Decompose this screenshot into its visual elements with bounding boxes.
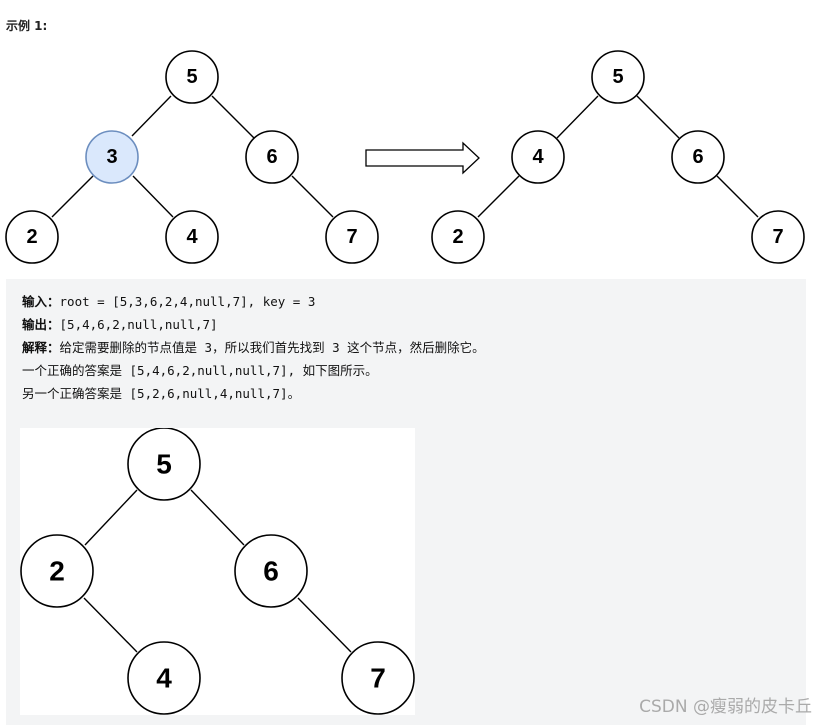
- svg-text:6: 6: [263, 556, 279, 587]
- output-line: 输出：[5,4,6,2,null,null,7]: [22, 314, 485, 337]
- tree-node-after-ll: 2: [431, 210, 485, 264]
- tree-diagram-top: 5 3 6 2 4 7 5 4 6 2: [5, 50, 805, 264]
- explain-label: 解释：: [22, 340, 60, 355]
- svg-text:6: 6: [266, 146, 277, 168]
- alt-node-right: 6: [234, 534, 308, 608]
- svg-text:5: 5: [156, 449, 172, 480]
- right-arrow-icon: [365, 141, 480, 175]
- tree-diagram-alt: 5 2 6 4 7: [20, 428, 415, 715]
- svg-text:3: 3: [106, 146, 117, 168]
- svg-text:6: 6: [692, 146, 703, 168]
- answer-line-1: 一个正确的答案是 [5,4,6,2,null,null,7], 如下图所示。: [22, 363, 378, 378]
- alt-node-root: 5: [127, 428, 201, 501]
- alt-node-left: 2: [20, 534, 94, 608]
- output-label: 输出：: [22, 317, 60, 332]
- explain-value: 给定需要删除的节点值是 3，所以我们首先找到 3 这个节点，然后删除它。: [59, 340, 485, 355]
- tree-node-after-left: 4: [511, 130, 565, 184]
- example-heading: 示例 1:: [6, 19, 48, 33]
- svg-text:7: 7: [772, 226, 783, 248]
- svg-text:4: 4: [532, 146, 544, 168]
- output-value: [5,4,6,2,null,null,7]: [59, 317, 218, 332]
- input-label: 输入：: [22, 294, 60, 309]
- tree-node-after-right: 6: [671, 130, 725, 184]
- alt-node-lr: 4: [127, 641, 201, 715]
- tree-node-before-lr: 4: [165, 210, 219, 264]
- svg-text:7: 7: [346, 226, 357, 248]
- svg-text:2: 2: [49, 556, 65, 587]
- tree-node-after-rr: 7: [751, 210, 805, 264]
- tree-node-before-root: 5: [165, 50, 219, 104]
- svg-text:5: 5: [612, 66, 623, 88]
- alt-node-rr: 7: [341, 641, 415, 715]
- svg-text:4: 4: [156, 663, 172, 694]
- svg-text:7: 7: [370, 663, 386, 694]
- tree-node-after-root: 5: [591, 50, 645, 104]
- tree-node-before-right: 6: [245, 130, 299, 184]
- answer-line-2: 另一个正确答案是 [5,2,6,null,4,null,7]。: [22, 386, 301, 401]
- svg-text:2: 2: [26, 226, 37, 248]
- svg-text:4: 4: [186, 226, 198, 248]
- tree-node-before-rr: 7: [325, 210, 379, 264]
- explain-line: 解释：给定需要删除的节点值是 3，所以我们首先找到 3 这个节点，然后删除它。: [22, 337, 485, 360]
- svg-text:5: 5: [186, 66, 197, 88]
- example-text: 输入：root = [5,3,6,2,4,null,7], key = 3 输出…: [22, 291, 485, 406]
- input-line: 输入：root = [5,3,6,2,4,null,7], key = 3: [22, 291, 485, 314]
- svg-text:2: 2: [452, 226, 463, 248]
- csdn-watermark: CSDN @瘦弱的皮卡丘: [639, 697, 812, 717]
- tree-node-before-ll: 2: [5, 210, 59, 264]
- input-value: root = [5,3,6,2,4,null,7], key = 3: [59, 294, 316, 309]
- tree-node-before-left-highlighted: 3: [85, 130, 139, 184]
